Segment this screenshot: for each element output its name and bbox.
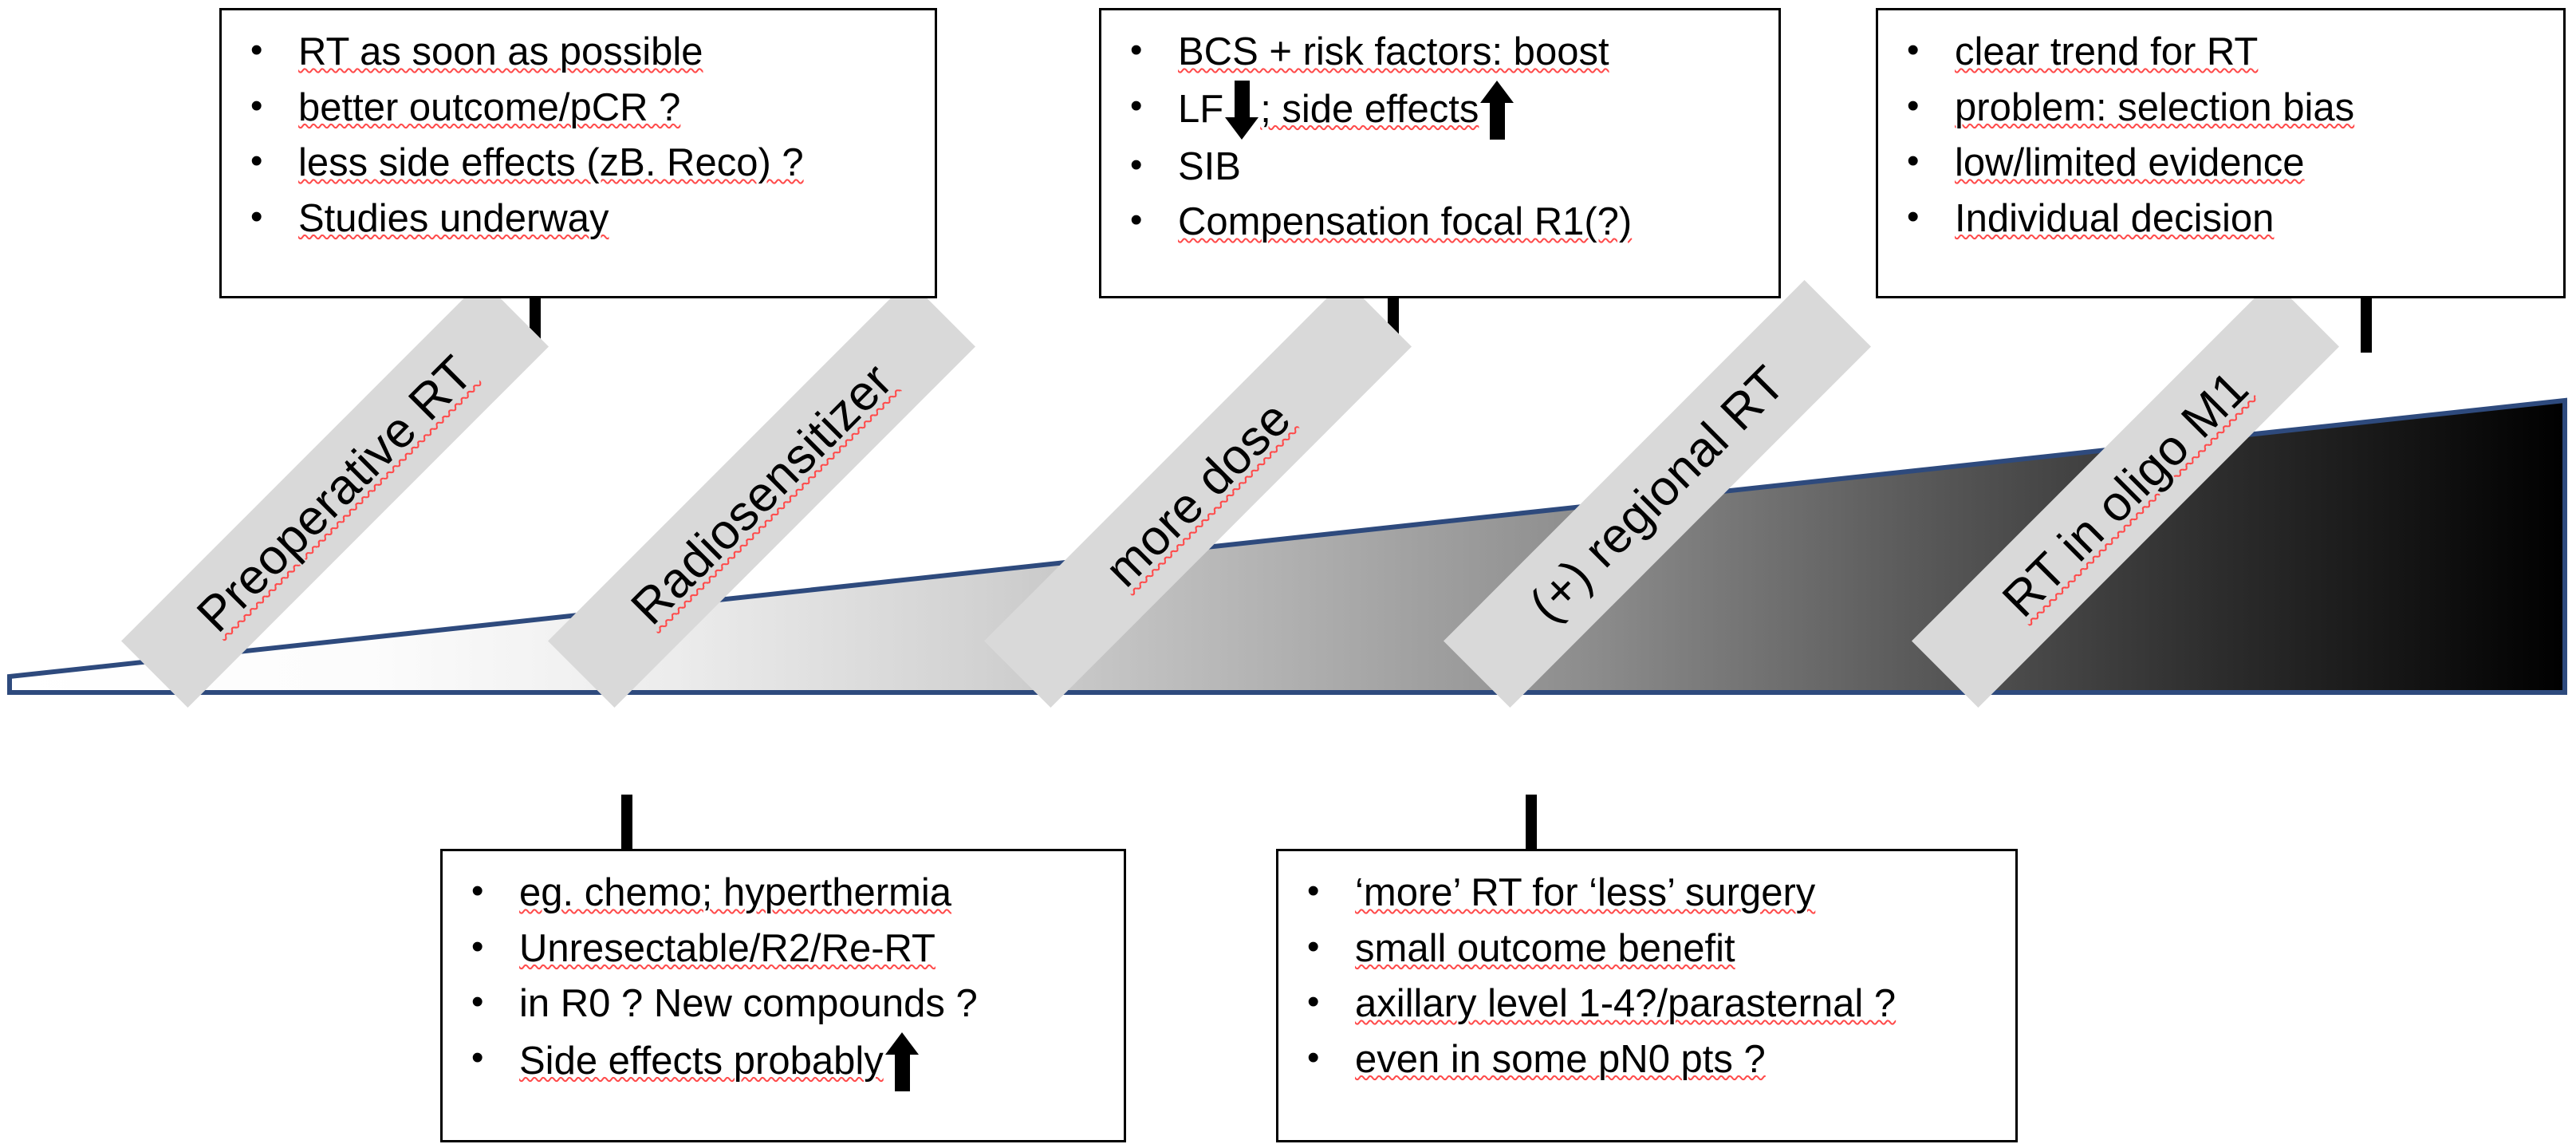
bullet-icon: • [250, 141, 263, 181]
list-item: • ‘more’ RT for ‘less’ surgery [1296, 866, 2007, 921]
item-text: low/limited evidence [1955, 141, 2305, 185]
bullet-icon: • [1307, 982, 1320, 1022]
item-text: less side effects (zB. Reco) ? [298, 141, 804, 185]
list-item: • better outcome/pCR ? [239, 81, 927, 136]
list-item: • RT as soon as possible [239, 25, 927, 81]
bullet-list: • ‘more’ RT for ‘less’ surgery • small o… [1278, 851, 2015, 1095]
up-arrow-icon [884, 1032, 919, 1091]
connector-stem-oligo [2361, 297, 2372, 353]
radiosensitizer-box: • eg. chemo; hyperthermia • Unresectable… [440, 849, 1126, 1142]
list-item: • SIB [1119, 140, 1771, 195]
list-item: • Compensation focal R1(?) [1119, 195, 1771, 251]
item-text: problem: selection bias [1955, 85, 2355, 129]
list-item: • axillary level 1-4?/parasternal ? [1296, 976, 2007, 1032]
bullet-icon: • [1130, 85, 1143, 125]
item-text: even in some pN0 pts ? [1355, 1037, 1766, 1081]
item-text: ‘more’ RT for ‘less’ surgery [1355, 871, 1816, 914]
bullet-icon: • [1307, 926, 1320, 966]
item-text: Unresectable/R2/Re-RT [519, 926, 935, 970]
list-item: • Studies underway [239, 191, 927, 247]
item-text-middle: ; side effects [1260, 87, 1479, 131]
regional-rt-box: • ‘more’ RT for ‘less’ surgery • small o… [1276, 849, 2018, 1142]
list-item: • problem: selection bias [1896, 81, 2555, 136]
item-text: Studies underway [298, 196, 609, 240]
bullet-icon: • [1907, 30, 1920, 69]
down-arrow-icon [1225, 80, 1259, 140]
rt-in-oligo-m1-box: • clear trend for RT • problem: selectio… [1876, 8, 2566, 298]
list-item: • less side effects (zB. Reco) ? [239, 136, 927, 191]
bullet-icon: • [1907, 141, 1920, 181]
item-text: small outcome benefit [1355, 926, 1735, 970]
connector-stem-radiosensitizer [621, 795, 632, 852]
bullet-icon: • [1907, 85, 1920, 125]
connector-stem-regional [1526, 795, 1537, 852]
list-item: • eg. chemo; hyperthermia [460, 866, 1116, 921]
item-text: eg. chemo; hyperthermia [519, 871, 951, 914]
bullet-list: • RT as soon as possible • better outcom… [222, 10, 935, 254]
item-text: BCS + risk factors: boost [1178, 30, 1609, 73]
list-item-lf: • LF ; side effects [1119, 80, 1771, 140]
bullet-icon: • [471, 1037, 484, 1077]
item-text: Side effects probably [519, 1039, 884, 1083]
bullet-icon: • [250, 196, 263, 236]
list-item: • Individual decision [1896, 191, 2555, 247]
bullet-icon: • [1307, 1037, 1320, 1077]
bullet-list: • clear trend for RT • problem: selectio… [1878, 10, 2563, 254]
bullet-list: • BCS + risk factors: boost • LF ; side e… [1101, 10, 1778, 258]
bullet-icon: • [1130, 200, 1143, 240]
list-item: • even in some pN0 pts ? [1296, 1032, 2007, 1088]
list-item-side-effects: • Side effects probably [460, 1032, 1116, 1091]
item-text: SIB [1178, 144, 1241, 188]
bullet-icon: • [471, 871, 484, 910]
bullet-icon: • [250, 30, 263, 69]
item-text-prefix: LF [1178, 87, 1224, 131]
bullet-icon: • [1130, 30, 1143, 69]
item-text: Individual decision [1955, 196, 2275, 240]
item-text: clear trend for RT [1955, 30, 2259, 73]
more-dose-box: • BCS + risk factors: boost • LF ; side e… [1099, 8, 1781, 298]
bullet-icon: • [1907, 196, 1920, 236]
bullet-icon: • [471, 926, 484, 966]
list-item: • BCS + risk factors: boost [1119, 25, 1771, 81]
up-arrow-icon [1480, 80, 1514, 140]
item-text: RT as soon as possible [298, 30, 703, 73]
list-item: • low/limited evidence [1896, 136, 2555, 191]
list-item: • small outcome benefit [1296, 921, 2007, 977]
list-item: • clear trend for RT [1896, 25, 2555, 81]
bullet-icon: • [471, 982, 484, 1022]
item-text: better outcome/pCR ? [298, 85, 681, 129]
item-text: Compensation focal R1(?) [1178, 200, 1633, 244]
bullet-icon: • [250, 85, 263, 125]
bullet-list: • eg. chemo; hyperthermia • Unresectable… [443, 851, 1124, 1099]
bullet-icon: • [1307, 871, 1320, 910]
list-item: • Unresectable/R2/Re-RT [460, 921, 1116, 977]
item-text: axillary level 1-4?/parasternal ? [1355, 982, 1897, 1026]
item-text: in R0 ? New compounds ? [519, 982, 978, 1026]
bullet-icon: • [1130, 144, 1143, 184]
list-item: • in R0 ? New compounds ? [460, 976, 1116, 1032]
preoperative-rt-box: • RT as soon as possible • better outcom… [219, 8, 937, 298]
